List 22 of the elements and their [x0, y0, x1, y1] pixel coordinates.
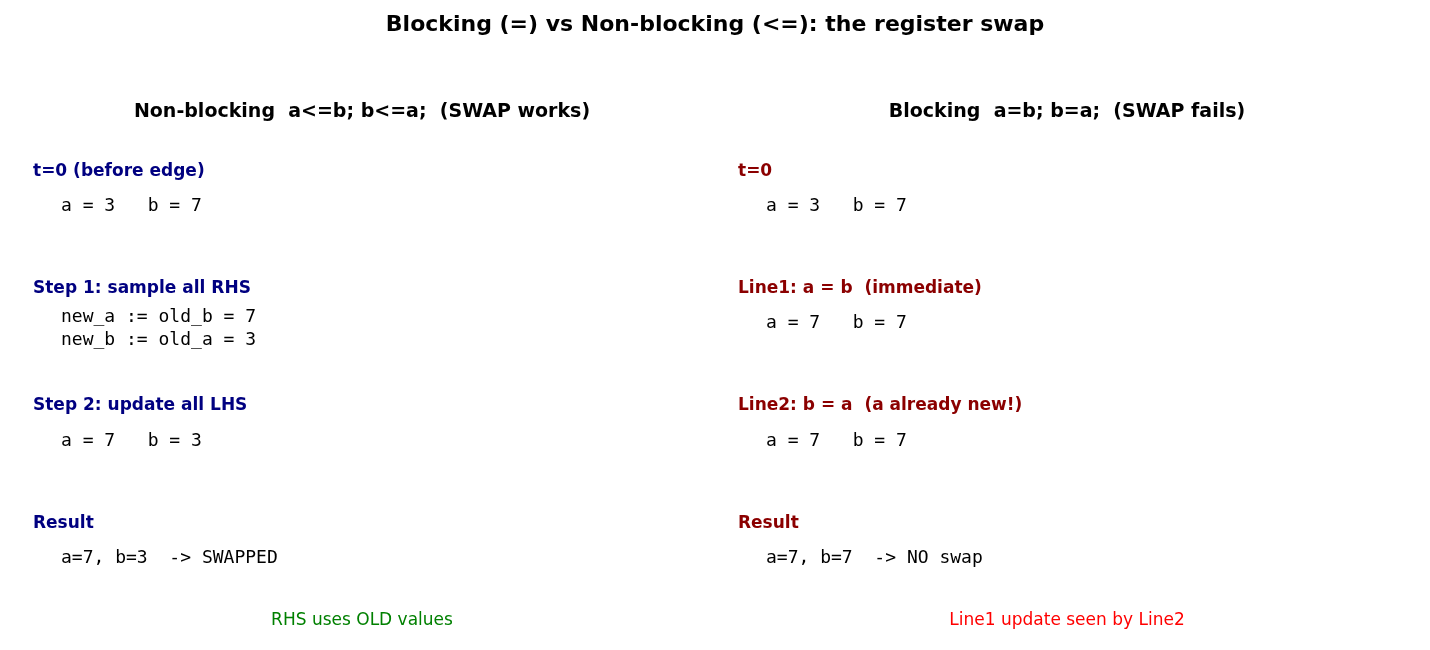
code-line: a = 7 b = 7 [766, 429, 907, 451]
note-text: RHS uses OLD values [271, 610, 453, 630]
step-heading: t=0 [738, 161, 773, 181]
code-line: a=7, b=7 -> NO swap [766, 546, 983, 568]
code-line: a = 3 b = 7 [61, 194, 202, 216]
column-heading: Non-blocking a<=b; b<=a; (SWAP works) [133, 100, 591, 122]
code-line: a=7, b=3 -> SWAPPED [61, 546, 278, 568]
note-text: Line1 update seen by Line2 [949, 610, 1185, 630]
diagram-title: Blocking (=) vs Non-blocking (<=): the register swap [385, 11, 1045, 37]
step-heading: Result [738, 513, 799, 533]
column-heading: Blocking a=b; b=a; (SWAP fails) [888, 100, 1246, 122]
code-line: new_b := old_a = 3 [61, 328, 257, 350]
code-line: new_a := old_b = 7 [61, 305, 257, 327]
code-line: a = 7 b = 7 [766, 311, 907, 333]
step-heading: t=0 (before edge) [33, 161, 205, 181]
step-heading: Step 1: sample all RHS [33, 278, 251, 298]
step-heading: Result [33, 513, 94, 533]
code-line: a = 7 b = 3 [61, 429, 202, 451]
step-heading: Step 2: update all LHS [33, 395, 248, 415]
code-line: a = 3 b = 7 [766, 194, 907, 216]
step-heading: Line2: b = a (a already new!) [738, 395, 1023, 415]
step-heading: Line1: a = b (immediate) [738, 278, 982, 298]
